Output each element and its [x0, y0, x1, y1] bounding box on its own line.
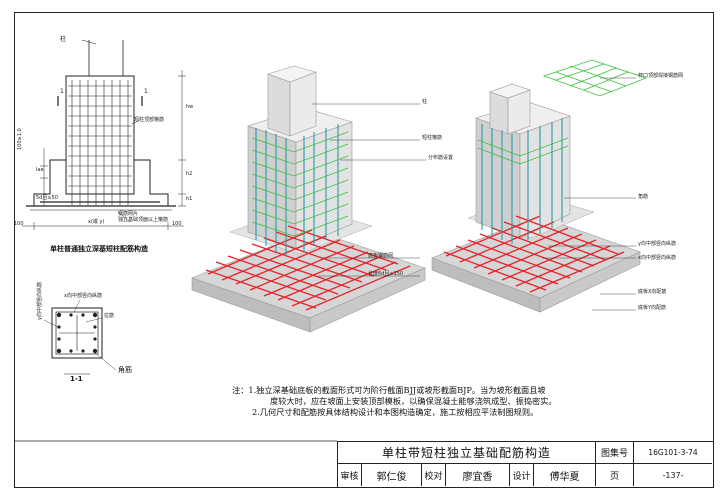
elevation-caption: 单柱普通独立深基短柱配筋构造 — [50, 245, 148, 253]
dim-100-right: 100 — [172, 221, 182, 227]
mid-label-shortcol-hoop: 短柱箍筋 — [422, 135, 443, 141]
section-mark-right: 1 — [144, 88, 148, 95]
dim-h2: h2 — [186, 171, 193, 177]
dim-depth: 100≥1.0 — [17, 128, 23, 150]
right-label-y-mid: y向中部竖向纵筋 — [638, 241, 676, 247]
note-line-2: 度较大时，应在坡面上安装顶部模板，以确保混凝土能够浇筑成型、振捣密实。 — [270, 396, 557, 406]
reviewer-signature: 郭仁俊 — [362, 464, 422, 486]
mid-label-mesh-note: 分布筋设置 — [428, 155, 454, 161]
atlas-number: 16G101-3-74 — [634, 442, 712, 464]
note-line-3: 2.几何尺寸和配筋按具体结构设计和本图构造确定，施工按相应平法制图规则。 — [252, 407, 539, 417]
atlas-label: 图集号 — [596, 442, 634, 464]
check-label: 校对 — [422, 464, 446, 486]
label-top-rebar: 短柱顶部箍筋 — [134, 117, 165, 123]
note-line-1: 注：1.独立深基础底板的截面形式可为阶行截面BJJ或坡形截面BJP。当为坡形截面… — [232, 385, 546, 395]
mid-label-column: 柱 — [422, 99, 428, 105]
dim-100-left: 100 — [14, 221, 24, 227]
mid-label-dim: 长度6d且≥150 — [368, 271, 404, 277]
dim-hw: hw — [186, 104, 194, 110]
page-label: 页 — [596, 464, 634, 486]
drawing-sheet-border — [14, 12, 714, 488]
label-rebar-mesh: 钢筋网片 — [118, 211, 139, 217]
right-label-top-mesh: 杯口顶部焊接钢筋网 — [638, 73, 684, 79]
right-label-bottom-y: 底板Y向配筋 — [638, 305, 667, 311]
designer-signature: 傅华夏 — [534, 464, 596, 486]
label-y-rebar: y向中部竖向纵筋 — [37, 282, 43, 320]
right-label-corner: 角筋 — [638, 194, 649, 200]
label-x-rebar: x向中部竖向纵筋 — [64, 293, 102, 299]
dim-x: x(或 y) — [88, 219, 105, 225]
column-label: 柱 — [60, 36, 67, 43]
label-bottom-hoop: 独立基础顶面以上箍筋 — [118, 217, 169, 223]
drawing-title: 单柱带短柱独立基础配筋构造 — [338, 442, 596, 464]
review-label: 审核 — [338, 464, 362, 486]
design-label: 设计 — [510, 464, 534, 486]
page-number: -137- — [662, 470, 684, 480]
section-1-1-drawing — [43, 299, 117, 375]
middle-3d-model — [191, 65, 426, 333]
dim-h1: h1 — [186, 196, 193, 202]
drawing-notes: 注：1.独立深基础底板的截面形式可为阶行截面BJJ或坡形截面BJP。当为坡形截面… — [232, 385, 557, 418]
right-label-x-mid: x向中部竖向纵筋 — [638, 255, 676, 261]
dim-lae: lae — [36, 167, 44, 173]
dim-edge: 5d且≥50 — [36, 195, 58, 201]
title-block: 单柱带短柱独立基础配筋构造 图集号 16G101-3-74 审核 郭仁俊 校对 … — [337, 441, 713, 487]
section-mark-left: 1 — [60, 88, 64, 95]
label-corner-bar: 角筋 — [118, 366, 132, 374]
checker-signature: 廖宜香 — [446, 464, 510, 486]
section-caption: 1-1 — [70, 375, 83, 383]
label-tie: 拉筋 — [104, 313, 115, 319]
right-label-bottom-x: 底板X向配筋 — [638, 289, 667, 295]
right-3d-model — [431, 59, 648, 313]
elevation-drawing — [22, 39, 186, 230]
mid-label-bottom-mesh: 底板钢筋网 — [368, 253, 394, 259]
